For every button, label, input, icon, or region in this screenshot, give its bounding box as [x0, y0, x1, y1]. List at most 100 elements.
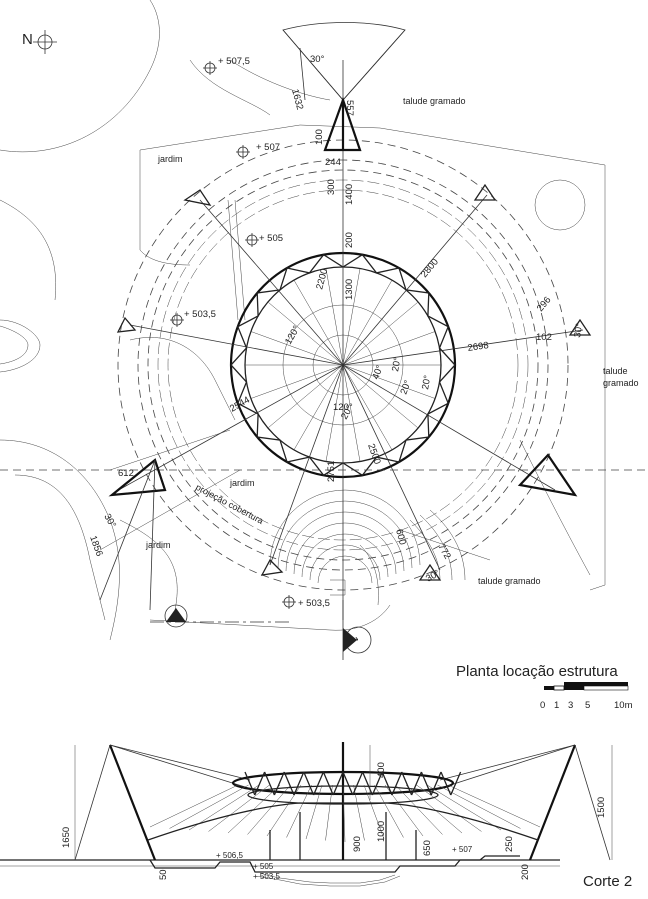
section-marker-2: 2: [150, 604, 290, 628]
round-feature: [534, 179, 586, 231]
plan-title: Planta locação estrutura: [456, 663, 618, 680]
dome-spoke: [293, 364, 344, 450]
level-503-5-bottom: + 503,5: [298, 598, 330, 609]
section-cable: [395, 784, 443, 835]
dim-2544: 2544: [228, 395, 252, 415]
dim-1856: 1856: [87, 534, 105, 558]
scale-tick-10m: 10m: [614, 700, 633, 711]
angle-40: 40°: [370, 364, 385, 381]
north-label: N: [22, 31, 33, 48]
section-truss-member: [430, 771, 442, 796]
mast-right: [517, 453, 578, 497]
dome-spoke: [325, 268, 344, 366]
section-cable: [325, 784, 333, 841]
section-marker-1-label: 1: [346, 636, 361, 643]
label-talude-right-2: gramado: [603, 378, 639, 388]
section-truss-member: [440, 771, 452, 796]
section-truss-member: [401, 771, 413, 796]
dim-600: 600: [393, 528, 408, 546]
section-cable: [363, 784, 385, 840]
section-title: Corte 2: [583, 873, 632, 890]
section-dim-400: 400: [376, 762, 387, 778]
dome-spoke: [267, 364, 344, 429]
section-truss-member: [450, 771, 462, 796]
section-cable: [416, 784, 482, 832]
dim-1300: 1300: [344, 279, 355, 300]
plan-area-labels: talude gramado talude gramado talude gra…: [145, 96, 639, 586]
section-cable: [169, 784, 249, 829]
angle-20-c: 20°: [420, 374, 433, 390]
section-truss-member: [352, 771, 364, 796]
section-cable: [149, 784, 239, 828]
scale-tick-0: 0: [540, 700, 545, 711]
dim-1400: 1400: [344, 184, 355, 205]
dome-spoke: [267, 301, 344, 366]
section-cable: [405, 784, 463, 834]
dim-300: 300: [326, 179, 337, 195]
dim-2500: 2500: [365, 442, 383, 466]
dome-spoke: [342, 364, 419, 429]
section-dim-1500: 1500: [596, 797, 607, 818]
dome-zigzag-truss: [230, 253, 456, 477]
section-dim-250: 250: [504, 836, 515, 852]
label-jardim-bottom: jardim: [145, 540, 171, 550]
dome-spoke: [342, 364, 361, 462]
section-marker-2-label: 2: [172, 609, 179, 624]
mast-left: [99, 458, 167, 611]
section-truss-member: [293, 771, 305, 796]
dim-30-left: 30°: [101, 512, 118, 530]
section-truss-member: [303, 771, 315, 796]
section-truss-member: [254, 771, 266, 796]
section-level-507: + 507: [452, 845, 473, 854]
plan-dimensions: 30° 1632 557 100 244 300 1400 200 1300 2…: [87, 54, 585, 585]
section-truss-member: [362, 771, 373, 796]
section-cable: [342, 784, 346, 843]
label-talude-right-1: talude: [603, 366, 628, 376]
section-level-505: + 505: [253, 862, 274, 871]
dim-772: 772: [435, 542, 452, 561]
section-truss-member: [391, 771, 403, 796]
dim-557: 557: [344, 100, 355, 116]
dome-spoke: [325, 364, 344, 462]
section-truss-member: [273, 771, 285, 796]
dome-spoke: [342, 301, 419, 366]
section-dim-1000: 1000: [376, 821, 387, 842]
label-talude-top: talude gramado: [403, 96, 466, 106]
section-dim-50: 50: [158, 869, 169, 880]
dim-244: 244: [325, 157, 341, 168]
dim-200: 200: [344, 232, 355, 248]
plan-title-block: Planta locação estrutura 0 1 3 5 10m: [456, 663, 633, 711]
section-truss-member: [322, 771, 334, 796]
section-truss-member: [420, 771, 432, 796]
section-truss-member: [313, 771, 324, 796]
section-truss-member: [264, 771, 275, 796]
dome-spoke: [342, 364, 393, 450]
section-truss-member: [342, 771, 354, 796]
dim-102: 102: [536, 332, 552, 343]
angle-20-b: 20°: [398, 379, 413, 396]
level-markers: [170, 61, 296, 609]
dome-spoke: [250, 331, 344, 366]
dome-spoke: [342, 364, 436, 399]
angle-20-a: 20°: [390, 356, 403, 372]
section-cable: [247, 784, 291, 835]
section-dim-650: 650: [422, 840, 433, 856]
dim-296: 296: [535, 295, 554, 314]
dim-30-right: 30°: [572, 322, 585, 338]
section-truss-member: [381, 771, 393, 796]
level-507-5: + 507,5: [218, 56, 250, 67]
label-projecao-cobertura: projeção cobertura: [194, 482, 265, 526]
section-truss-member: [371, 771, 383, 796]
structure-axes: [0, 60, 648, 620]
dim-2698: 2698: [467, 340, 489, 354]
dim-2800: 2800: [419, 257, 441, 280]
scale-tick-1: 1: [554, 700, 559, 711]
angle-120-b: 120°: [333, 402, 353, 413]
scale-tick-5: 5: [585, 700, 590, 711]
plan-level-labels: + 507,5 + 507 + 505 + 503,5 + 503,5: [184, 56, 330, 609]
dim-2751: 2751: [326, 461, 337, 482]
section-level-503-5: + 503,5: [253, 872, 280, 881]
dome-spoke: [342, 280, 393, 366]
section-drawing: [0, 742, 613, 887]
